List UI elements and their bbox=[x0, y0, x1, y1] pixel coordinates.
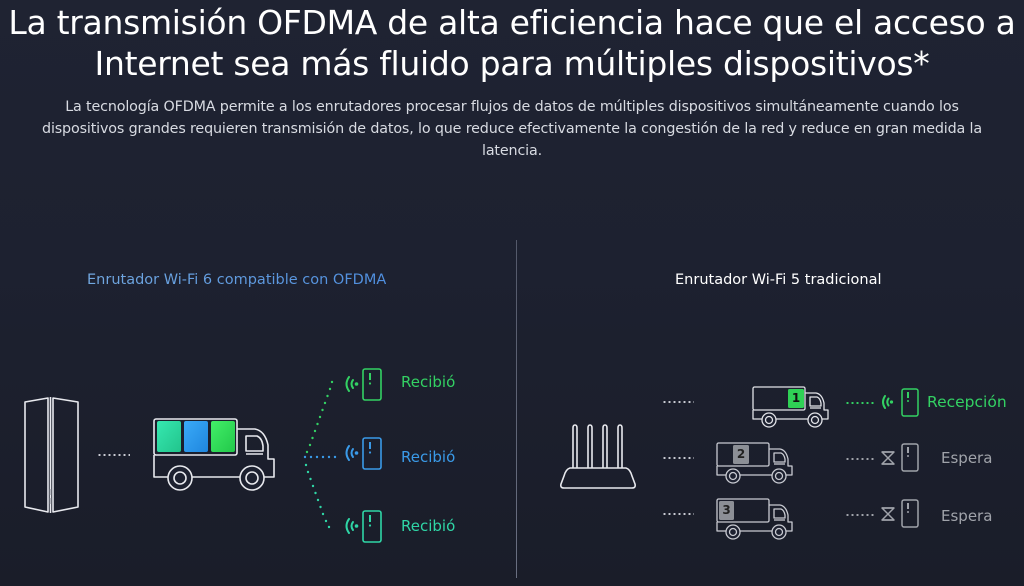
wifi6-title: Enrutador Wi-Fi 6 compatible con OFDMA bbox=[87, 272, 387, 288]
hourglass-icon bbox=[881, 443, 919, 472]
wifi-signal-icon bbox=[345, 368, 382, 401]
description-line-3: latencia. bbox=[482, 143, 542, 159]
package-1 bbox=[788, 389, 804, 408]
device-status-label: Recibió bbox=[401, 517, 456, 535]
truck-1-icon bbox=[752, 386, 829, 428]
package-3 bbox=[719, 501, 734, 520]
headline-line-1: La transmisión OFDMA de alta eficiencia … bbox=[8, 3, 1016, 42]
device-status-label: Recibió bbox=[401, 373, 456, 391]
phone-icon bbox=[901, 443, 919, 472]
tower-router-icon bbox=[24, 397, 79, 513]
connection-dots bbox=[662, 513, 694, 515]
connection-dots bbox=[845, 514, 875, 516]
truck-icon bbox=[153, 418, 275, 491]
package-2 bbox=[733, 445, 749, 464]
phone-icon bbox=[362, 368, 382, 401]
page-headline: La transmisión OFDMA de alta eficiencia … bbox=[0, 0, 1024, 84]
phone-icon bbox=[362, 510, 382, 543]
hourglass-icon bbox=[881, 499, 919, 528]
section-divider bbox=[516, 240, 517, 578]
cargo-box-1 bbox=[157, 421, 181, 452]
description-line-1: La tecnología OFDMA permite a los enruta… bbox=[65, 99, 959, 115]
device-status-label: Recibió bbox=[401, 448, 456, 466]
antenna-router-icon bbox=[560, 424, 636, 489]
description-line-2: dispositivos grandes requieren transmisi… bbox=[42, 121, 982, 137]
connection-dots bbox=[97, 454, 130, 456]
truck-2-icon bbox=[716, 442, 793, 484]
device-status-label: Espera bbox=[941, 449, 993, 467]
package-number: 3 bbox=[722, 503, 731, 517]
connection-dots bbox=[845, 458, 875, 460]
device-status-label: Espera bbox=[941, 507, 993, 525]
wifi-signal-icon bbox=[882, 388, 919, 417]
cargo-box-2 bbox=[184, 421, 208, 452]
fan-out-dots bbox=[303, 380, 337, 529]
package-number: 1 bbox=[791, 391, 801, 405]
wifi-signal-icon bbox=[345, 510, 382, 543]
cargo-box-3 bbox=[211, 421, 235, 452]
description: La tecnología OFDMA permite a los enruta… bbox=[0, 96, 1024, 162]
headline-line-2: Internet sea más fluido para múltiples d… bbox=[94, 44, 930, 83]
truck-3-icon bbox=[716, 498, 793, 540]
connection-dots bbox=[662, 401, 694, 403]
phone-icon bbox=[362, 437, 382, 470]
wifi-signal-icon bbox=[345, 437, 382, 470]
wifi5-title: Enrutador Wi-Fi 5 tradicional bbox=[675, 272, 882, 288]
phone-icon bbox=[901, 388, 919, 417]
phone-icon bbox=[901, 499, 919, 528]
connection-dots bbox=[662, 457, 694, 459]
connection-dots bbox=[845, 402, 875, 404]
package-number: 2 bbox=[736, 447, 746, 461]
device-status-label: Recepción bbox=[927, 393, 1007, 411]
